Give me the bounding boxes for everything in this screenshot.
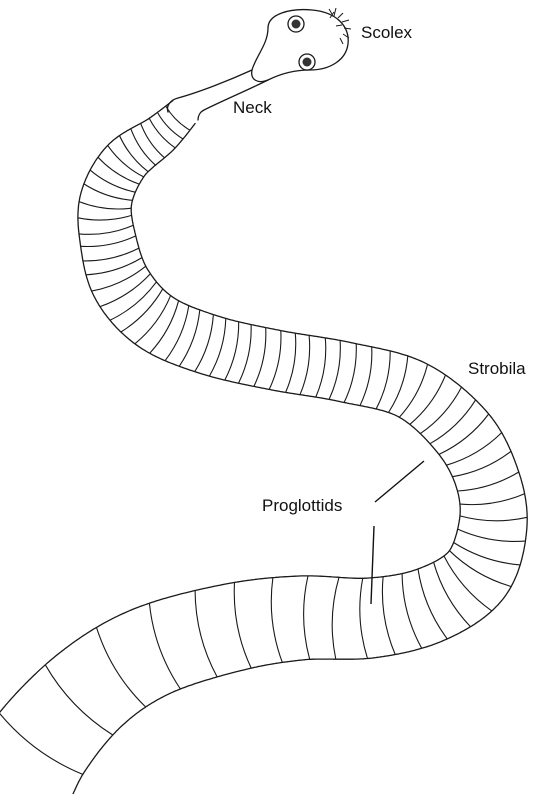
- proglottid-boundary: [108, 145, 144, 177]
- strobila-right-edge: [59, 124, 527, 794]
- scolex-label: Scolex: [361, 23, 413, 42]
- proglottid-boundary: [195, 591, 217, 677]
- proglottid-boundary: [360, 578, 368, 658]
- sucker-icon: [288, 16, 304, 32]
- proglottid-boundary: [460, 494, 525, 505]
- proglottid-boundary: [446, 433, 501, 466]
- tapeworm-illustration: [0, 8, 527, 794]
- proglottid-boundary: [458, 529, 526, 541]
- proglottids-label: Proglottids: [262, 496, 342, 515]
- proglottid-boundary: [454, 543, 521, 565]
- proglottid-segments: [0, 106, 527, 794]
- proglottid-boundary: [83, 248, 139, 261]
- proglottids-leader-upper: [375, 461, 424, 502]
- proglottid-boundary: [254, 328, 266, 387]
- proglottid-boundary: [78, 215, 132, 220]
- proglottid-boundary: [149, 118, 175, 148]
- proglottid-boundary: [239, 325, 252, 384]
- proglottid-boundary: [399, 364, 427, 417]
- proglottid-boundary: [329, 340, 340, 399]
- proglottid-boundary: [304, 576, 310, 660]
- neck-label: Neck: [233, 98, 272, 117]
- sucker-icon: [299, 54, 315, 70]
- proglottid-boundary: [360, 347, 372, 406]
- proglottid-boundary: [92, 266, 146, 291]
- proglottid-boundary: [316, 338, 326, 397]
- proglottid-boundary: [179, 310, 200, 366]
- proglottid-boundary: [166, 106, 190, 130]
- proglottid-boundary: [110, 282, 156, 320]
- proglottid-boundary: [84, 184, 133, 200]
- proglottid-boundary: [234, 582, 251, 668]
- proglottid-boundary: [81, 236, 136, 247]
- proglottid-boundary: [430, 400, 476, 444]
- proglottid-boundary: [79, 225, 133, 234]
- proglottid-boundary: [402, 574, 422, 649]
- proglottid-boundary: [418, 569, 447, 639]
- proglottid-boundary: [300, 335, 310, 394]
- proglottid-boundary: [225, 322, 239, 380]
- scolex-head: [252, 8, 351, 82]
- proglottid-boundary: [452, 451, 511, 476]
- proglottid-boundary: [376, 351, 390, 409]
- proglottid-boundary: [149, 603, 180, 689]
- strobila-left-edge: [0, 101, 460, 774]
- proglottid-boundary: [100, 274, 150, 307]
- proglottid-boundary: [90, 170, 135, 192]
- strobila-label: Strobila: [468, 359, 526, 378]
- proglottid-boundary: [120, 136, 149, 172]
- proglottid-boundary: [286, 333, 296, 392]
- proglottid-boundary: [271, 578, 282, 663]
- proglottid-boundary: [79, 202, 131, 209]
- proglottid-boundary: [269, 331, 281, 390]
- proglottid-boundary: [458, 472, 519, 491]
- proglottid-boundary: [0, 713, 83, 775]
- proglottids-leader-lower: [371, 526, 374, 604]
- proglottid-boundary: [382, 577, 395, 655]
- proglottid-boundary: [165, 306, 189, 361]
- proglottid-boundary: [389, 356, 408, 413]
- proglottid-boundary: [434, 562, 471, 627]
- proglottid-boundary: [344, 344, 356, 403]
- proglottid-boundary: [0, 774, 59, 794]
- proglottid-boundary: [45, 665, 113, 735]
- proglottid-boundary: [460, 516, 527, 521]
- proglottid-boundary: [97, 627, 146, 707]
- proglottid-boundary: [439, 414, 489, 454]
- proglottid-boundary: [420, 387, 461, 434]
- proglottid-boundary: [332, 577, 339, 659]
